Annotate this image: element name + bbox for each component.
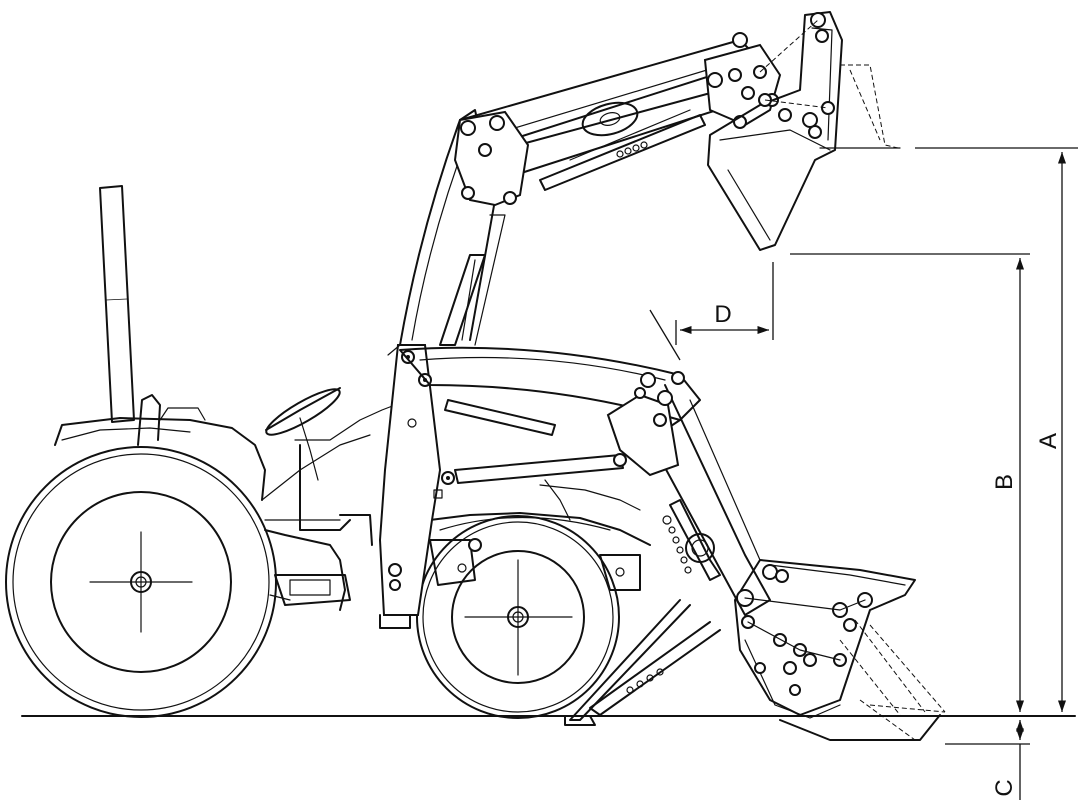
dimension-b: B (991, 258, 1025, 712)
dimension-a: A (1035, 152, 1067, 712)
dimension-c-label: C (991, 779, 1018, 796)
dimension-d: D (680, 301, 769, 335)
lowered-loader-arm (399, 346, 771, 726)
lowered-bucket (734, 559, 946, 741)
dimension-c: C (991, 720, 1025, 800)
dimension-a-label: A (1035, 433, 1062, 449)
rear-wheel (5, 446, 277, 718)
dimension-lines (649, 147, 1078, 745)
tractor-body (54, 387, 651, 611)
rollover-bar (99, 185, 135, 423)
raised-bucket (707, 11, 901, 251)
dimension-d-label: D (714, 301, 731, 328)
raised-loader-arm (399, 32, 782, 346)
dimension-b-label: B (991, 474, 1018, 490)
loader-mast (378, 344, 482, 629)
front-wheel (416, 515, 620, 719)
